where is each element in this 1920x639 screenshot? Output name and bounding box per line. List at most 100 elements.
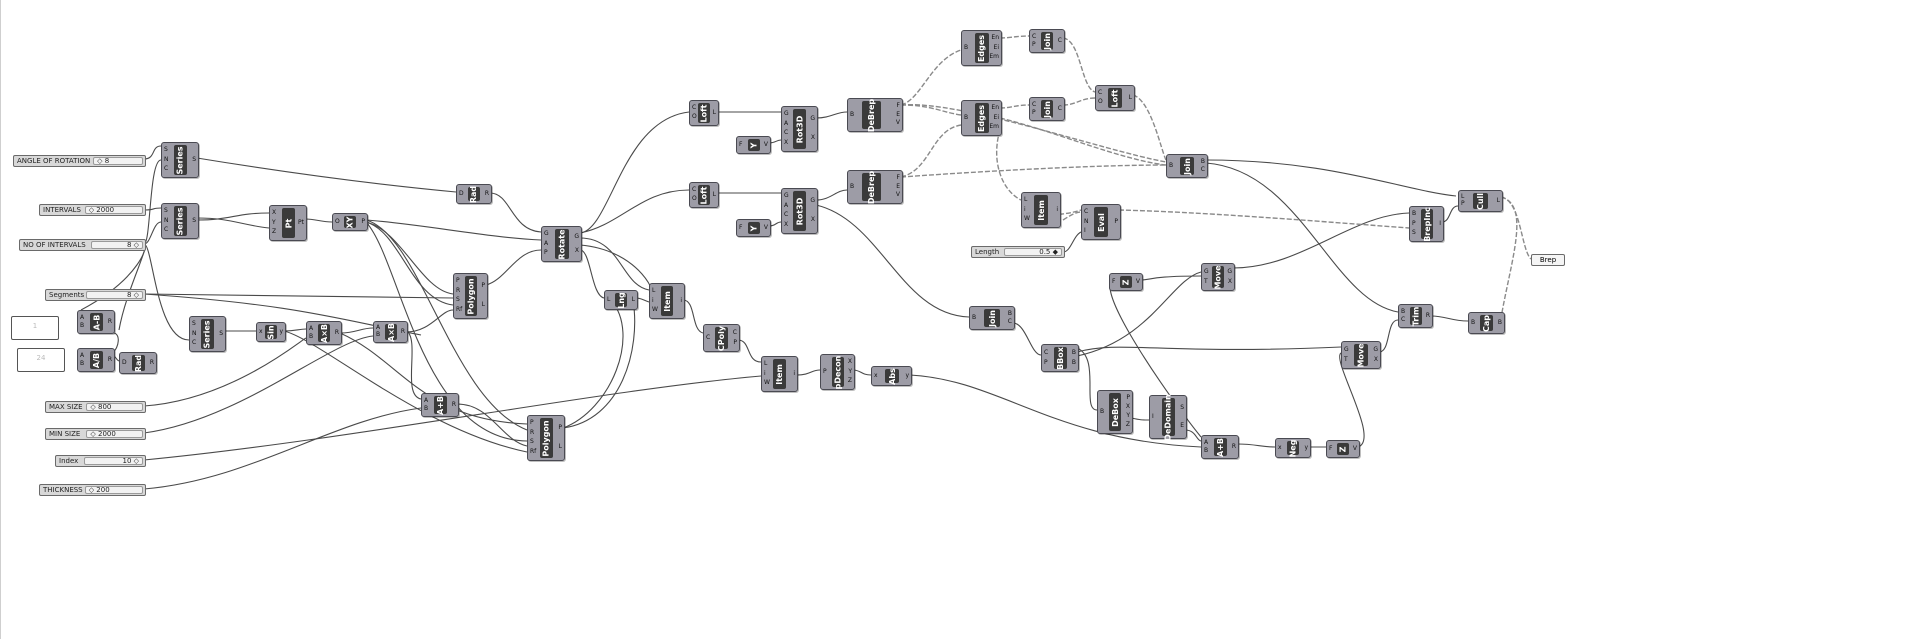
output-port[interactable]: R [107, 317, 112, 325]
output-port[interactable]: P [1126, 394, 1130, 401]
output-port[interactable]: Y [848, 367, 852, 375]
slider-track[interactable]: ◇ 800 [86, 403, 143, 411]
input-port[interactable]: F [739, 223, 743, 231]
number-slider-max[interactable]: MAX SIZE◇ 800 [45, 401, 146, 413]
input-port[interactable]: P [1032, 108, 1036, 116]
output-port[interactable]: S [192, 216, 196, 224]
input-port[interactable]: D [459, 189, 464, 197]
output-port[interactable]: R [334, 328, 339, 336]
input-port[interactable]: B [1471, 318, 1476, 326]
input-port[interactable]: G [1344, 345, 1349, 353]
output-port[interactable]: G [810, 197, 815, 204]
input-port[interactable]: P [1032, 40, 1036, 48]
output-port[interactable]: X [574, 246, 579, 254]
input-port[interactable]: Y [272, 218, 276, 226]
input-port[interactable]: B [309, 332, 314, 340]
output-port[interactable]: B [1071, 358, 1076, 366]
input-port[interactable]: B [424, 404, 429, 412]
input-port[interactable]: O [1098, 98, 1103, 105]
output-port[interactable]: V [1135, 277, 1140, 285]
output-port[interactable]: E [896, 182, 900, 190]
input-port[interactable]: N [1084, 217, 1089, 225]
input-port[interactable]: G [544, 230, 549, 238]
output-port[interactable]: P [481, 282, 485, 289]
output-port[interactable]: C [732, 328, 737, 336]
input-port[interactable]: B [1204, 446, 1209, 454]
output-port[interactable]: y [1304, 443, 1308, 451]
text-panel[interactable]: 1 [11, 316, 59, 340]
input-port[interactable]: B [1401, 307, 1406, 315]
input-port[interactable]: O [692, 113, 697, 120]
output-port[interactable]: Em [989, 122, 999, 130]
slider-track[interactable]: ◇ 200 [84, 486, 143, 494]
input-port[interactable]: S [192, 320, 196, 328]
output-port[interactable]: P [733, 338, 737, 346]
output-port[interactable]: y [905, 371, 909, 379]
output-port[interactable]: i [1056, 205, 1058, 213]
input-port[interactable]: P [1412, 219, 1416, 227]
input-port[interactable]: B [964, 113, 969, 121]
input-port[interactable]: P [1461, 200, 1465, 207]
input-port[interactable]: O [692, 195, 697, 202]
input-port[interactable]: N [164, 216, 169, 224]
slider-track[interactable]: 8 ◇ [86, 291, 143, 299]
output-port[interactable]: X [1125, 403, 1130, 410]
output-port[interactable]: X [810, 134, 815, 141]
output-port[interactable]: B [1071, 348, 1076, 356]
output-port[interactable]: R [107, 355, 112, 363]
brep-output-param[interactable]: Brep [1531, 254, 1565, 266]
input-port[interactable]: G [1204, 267, 1209, 275]
input-port[interactable]: S [530, 438, 534, 446]
input-port[interactable]: R [456, 286, 461, 294]
output-port[interactable]: B [1007, 309, 1012, 317]
input-port[interactable]: N [192, 329, 197, 337]
output-port[interactable]: F [896, 173, 900, 181]
output-port[interactable]: X [1373, 355, 1378, 363]
output-port[interactable]: C [1057, 104, 1062, 112]
output-port[interactable]: B [1200, 157, 1205, 165]
input-port[interactable]: A [80, 313, 85, 321]
output-port[interactable]: F [896, 101, 900, 109]
output-port[interactable]: X [1227, 277, 1232, 285]
output-port[interactable]: En [991, 34, 999, 42]
input-port[interactable]: T [1344, 355, 1348, 363]
output-port[interactable]: G [574, 232, 579, 240]
output-port[interactable]: L [558, 443, 562, 450]
output-port[interactable]: L [481, 301, 485, 308]
input-port[interactable]: D [122, 358, 127, 366]
output-port[interactable]: Z [847, 376, 852, 384]
input-port[interactable]: A [1204, 438, 1209, 446]
output-port[interactable]: E [896, 110, 900, 118]
input-port[interactable]: B [80, 359, 85, 367]
slider-track[interactable]: ◇ 8 [93, 157, 143, 165]
output-port[interactable]: G [810, 115, 815, 122]
text-panel[interactable]: 24 [17, 348, 65, 372]
input-port[interactable]: B [964, 43, 969, 51]
output-port[interactable]: L [712, 190, 716, 198]
number-slider-intervals[interactable]: INTERVALS◇ 2000 [39, 204, 146, 216]
output-port[interactable]: Ei [993, 43, 999, 51]
input-port[interactable]: X [784, 220, 789, 228]
input-port[interactable]: W [1024, 214, 1030, 222]
output-port[interactable]: i [793, 369, 795, 377]
input-port[interactable]: B [1169, 161, 1174, 169]
input-port[interactable]: C [784, 129, 789, 137]
output-port[interactable]: Z [1125, 421, 1130, 428]
input-port[interactable]: C [1044, 348, 1049, 356]
slider-track[interactable]: 8 ◇ [90, 241, 143, 249]
